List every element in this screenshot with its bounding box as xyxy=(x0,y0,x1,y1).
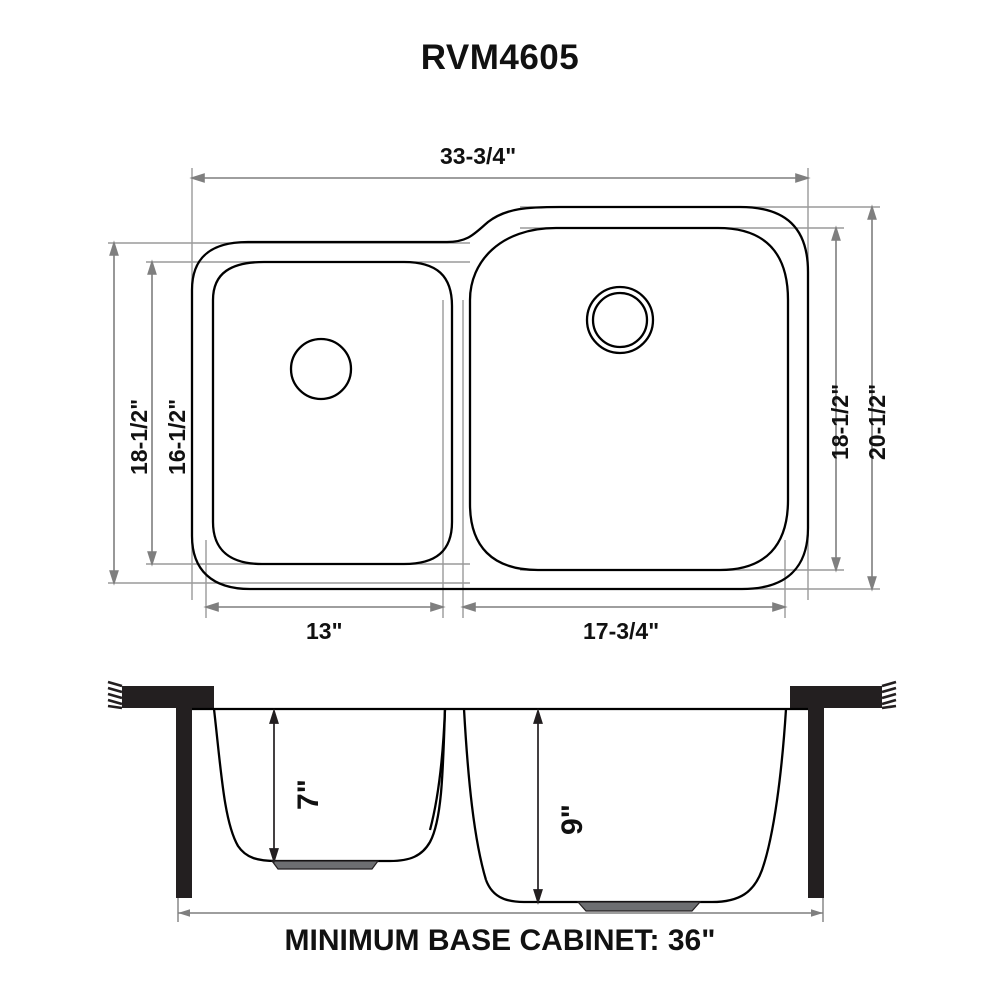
dimension-left-bowl-depth xyxy=(269,708,279,864)
right-bowl-outline xyxy=(468,226,790,572)
left-bowl-drain-plate xyxy=(270,860,380,870)
bowl-divider-section xyxy=(428,708,447,831)
dimension-right-bowl-depth xyxy=(533,708,543,905)
right-bowl-drain-plate xyxy=(576,901,702,912)
label-overall-width: 33-3/4" xyxy=(440,143,517,169)
top-view-group xyxy=(108,168,880,618)
sink-outer-rim-outline xyxy=(190,205,810,591)
dimension-right-bowl-width xyxy=(460,602,788,612)
label-right-bowl-width: 17-3/4" xyxy=(583,618,660,644)
right-bowl-left-wall-section xyxy=(462,708,488,881)
label-left-inner-height: 16-1/2" xyxy=(164,398,190,475)
left-bowl-drain-icon xyxy=(289,337,353,401)
dimension-right-outer-height xyxy=(867,204,877,592)
right-countertop-block xyxy=(790,686,882,708)
right-bowl-section-profile xyxy=(484,708,788,904)
section-view-group xyxy=(107,680,897,922)
right-cabinet-wall xyxy=(808,708,824,898)
dimension-left-bowl-width xyxy=(203,602,446,612)
right-bowl-drain-outer-icon xyxy=(585,285,655,355)
label-left-outer-height: 18-1/2" xyxy=(126,398,152,475)
dimension-right-inner-height xyxy=(831,225,841,573)
label-left-bowl-width: 13" xyxy=(306,618,343,644)
left-bowl-outline xyxy=(211,260,454,566)
label-right-outer-height: 20-1/2" xyxy=(864,383,890,460)
dimension-overall-width xyxy=(189,173,811,183)
label-right-inner-height: 18-1/2" xyxy=(827,383,853,460)
left-countertop-hatch-icon xyxy=(107,680,123,710)
right-bowl-drain-inner-icon xyxy=(591,291,649,349)
dimension-base-cabinet-width xyxy=(177,898,824,922)
left-countertop-block xyxy=(122,686,214,708)
left-cabinet-wall xyxy=(176,708,192,898)
label-right-bowl-depth: 9" xyxy=(556,804,589,835)
page-title: RVM4605 xyxy=(420,38,580,77)
base-cabinet-caption: MINIMUM BASE CABINET: 36" xyxy=(284,924,716,957)
left-bowl-section-profile xyxy=(212,708,447,863)
right-countertop-hatch-icon xyxy=(881,680,897,710)
dimension-left-outer-height xyxy=(109,240,119,586)
label-left-bowl-depth: 7" xyxy=(292,779,325,810)
dimension-left-inner-height xyxy=(147,259,157,567)
